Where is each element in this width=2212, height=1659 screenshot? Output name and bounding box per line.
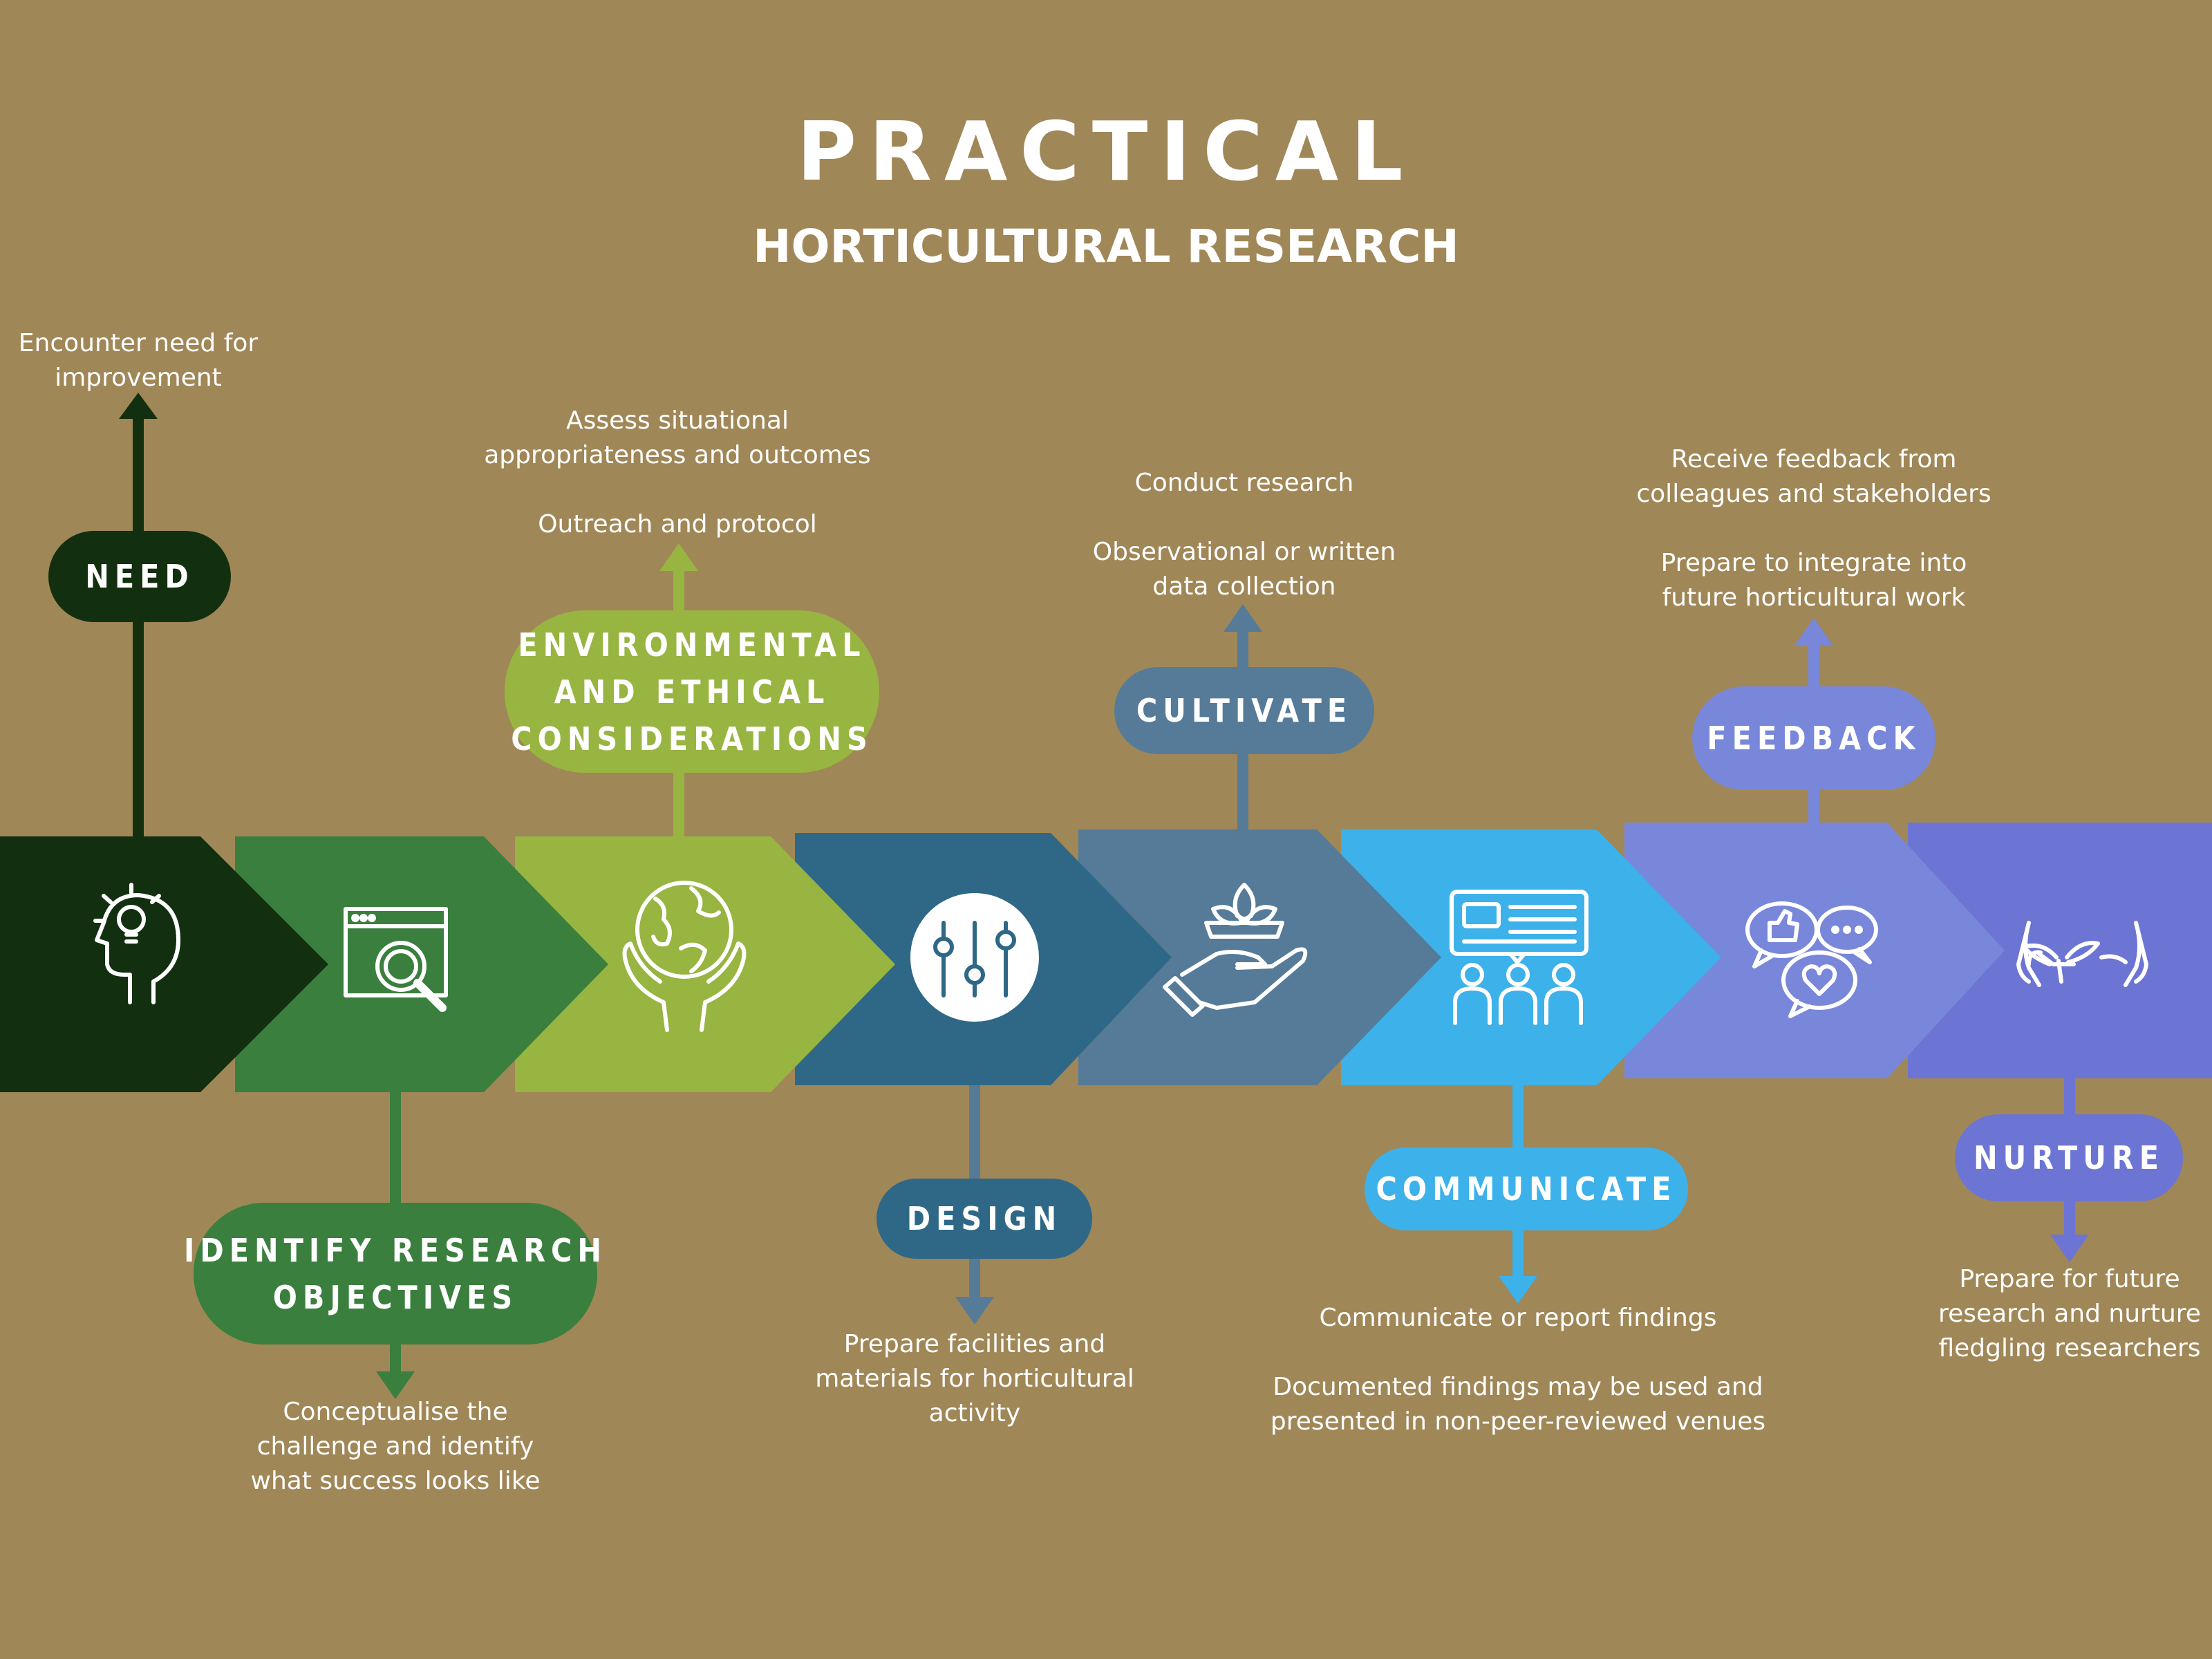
step-label-environmental: ENVIRONMENTAL AND ETHICAL CONSIDERATIONS (505, 610, 879, 773)
desc-line: Documented findings may be used and (1273, 1373, 1763, 1401)
desc-line: Encounter need for (18, 329, 259, 357)
pill-environmental (505, 610, 879, 773)
page-subtitle: HORTICULTURAL RESEARCH (753, 220, 1459, 273)
presentation-audience-icon (1450, 890, 1588, 1025)
label-line: ENVIRONMENTAL (518, 626, 866, 664)
connector-need (119, 393, 158, 836)
step-desc-cultivate: Conduct research Observational or writte… (1093, 466, 1396, 604)
chevron-nurture (1908, 823, 2212, 1078)
desc-line: Outreach and protocol (538, 510, 817, 538)
label-line: DESIGN (906, 1200, 1062, 1237)
desc-line: improvement (55, 364, 222, 392)
label-line: FEEDBACK (1707, 720, 1921, 757)
chevron-identify (235, 836, 608, 1092)
hand-plant-icon (1163, 883, 1308, 1017)
hands-sprout-icon (2016, 921, 2148, 987)
label-line: OBJECTIVES (272, 1278, 518, 1316)
step-label-design: DESIGN (877, 1179, 1092, 1259)
desc-line: Assess situational (565, 406, 789, 435)
step-label-feedback: FEEDBACK (1692, 686, 1936, 790)
desc-line (484, 473, 871, 507)
desc-line: Communicate or report findings (1319, 1304, 1717, 1332)
pill-feedback (1692, 686, 1936, 790)
desc-line: what success looks like (250, 1467, 541, 1495)
lightbulb-head-icon (93, 883, 180, 1004)
pill-design (877, 1179, 1092, 1259)
label-line: AND ETHICAL (554, 673, 830, 711)
desc-line: Receive feedback from (1671, 445, 1957, 474)
globe-hands-icon (622, 881, 747, 1032)
desc-line: Prepare for future (1959, 1265, 2180, 1293)
label-line: NURTURE (1973, 1139, 2165, 1177)
step-desc-need: Encounter need for improvement (19, 326, 258, 395)
desc-line: research and nurture (1938, 1300, 2201, 1328)
pill-cultivate (1114, 667, 1374, 754)
desc-line (1093, 500, 1396, 535)
desc-line: materials for horticultural (815, 1365, 1134, 1393)
desc-line: Conceptualise the (283, 1398, 508, 1426)
desc-line: appropriateness and outcomes (484, 441, 871, 469)
pill-nurture (1955, 1114, 2183, 1201)
label-line: CULTIVATE (1136, 692, 1353, 729)
desc-line: colleagues and stakeholders (1636, 480, 1991, 508)
step-label-cultivate: CULTIVATE (1114, 667, 1374, 754)
speech-bubbles-icon (1745, 901, 1878, 1018)
desc-line: Prepare to integrate into (1660, 549, 1967, 577)
desc-line: presented in non-peer-reviewed venues (1270, 1407, 1766, 1436)
label-line: NEED (85, 558, 194, 595)
chevron-environmental (515, 836, 895, 1092)
desc-line: challenge and identify (256, 1432, 534, 1461)
step-desc-communicate: Communicate or report findings Documente… (1271, 1301, 1765, 1439)
desc-line: activity (928, 1399, 1021, 1427)
desc-line: fledgling researchers (1938, 1334, 2201, 1362)
step-label-need: NEED (48, 531, 231, 622)
desc-line: future horticultural work (1662, 583, 1966, 612)
step-desc-identify: Conceptualise the challenge and identify… (251, 1395, 541, 1499)
desc-line: Conduct research (1134, 469, 1354, 497)
chevron-communicate (1341, 830, 1721, 1085)
chevron-feedback (1624, 823, 2005, 1078)
step-desc-design: Prepare facilities and materials for hor… (815, 1327, 1134, 1431)
label-line: IDENTIFY RESEARCH (183, 1231, 608, 1269)
step-label-nurture: NURTURE (1955, 1114, 2183, 1201)
label-line: COMMUNICATE (1376, 1170, 1677, 1208)
label-line: CONSIDERATIONS (511, 720, 873, 758)
desc-line: data collection (1152, 572, 1336, 601)
step-desc-feedback: Receive feedback from colleagues and sta… (1636, 442, 1991, 615)
step-label-communicate: COMMUNICATE (1365, 1147, 1688, 1230)
pill-communicate (1365, 1147, 1688, 1230)
step-desc-environmental: Assess situational appropriateness and o… (484, 404, 871, 542)
desc-line (1636, 512, 1991, 546)
desc-line: Observational or written (1092, 538, 1396, 566)
magnifier-window-icon (344, 907, 448, 1012)
sliders-icon (910, 893, 1039, 1022)
page-title: PRACTICAL (796, 104, 1416, 199)
desc-line (1271, 1335, 1765, 1370)
step-label-identify: IDENTIFY RESEARCH OBJECTIVES (184, 1203, 601, 1344)
desc-line: Prepare facilities and (843, 1330, 1106, 1358)
pill-identify (194, 1203, 597, 1344)
pill-need (48, 531, 231, 622)
chevron-need (0, 836, 328, 1092)
step-desc-nurture: Prepare for future research and nurture … (1938, 1262, 2201, 1366)
